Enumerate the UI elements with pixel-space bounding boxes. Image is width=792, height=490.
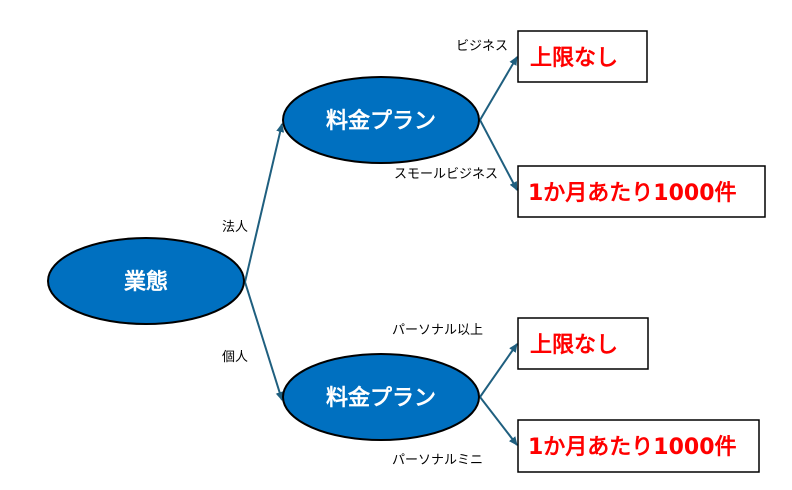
individual-plan-node: 料金プラン [282, 353, 480, 441]
edge-label-personal-mini: パーソナルミニ [392, 453, 483, 468]
leaf-business: 上限なし [517, 30, 648, 83]
leaf-personal-plus-value: 上限なし [530, 333, 618, 358]
edge-label-business: ビジネス [456, 39, 508, 54]
edge-individual-to-personal-mini [479, 396, 518, 446]
edge-corporate-to-business [479, 56, 518, 121]
edge-label-small-business: スモールビジネス [394, 167, 498, 182]
leaf-personal-mini-value: 1か月あたり1000件 [528, 435, 737, 460]
edge-root-to-individual [244, 281, 284, 401]
root-node-label: 業態 [124, 269, 168, 295]
individual-plan-label: 料金プラン [326, 385, 436, 411]
leaf-personal-plus: 上限なし [517, 317, 649, 370]
root-node: 業態 [47, 237, 245, 325]
edge-corporate-to-small-business [479, 119, 518, 191]
edge-individual-to-personal-plus [479, 343, 518, 398]
corporate-plan-node: 料金プラン [282, 76, 480, 164]
edge-label-personal-plus: パーソナル以上 [392, 323, 483, 338]
leaf-business-value: 上限なし [530, 46, 618, 71]
corporate-plan-label: 料金プラン [326, 108, 436, 134]
leaf-small-business-value: 1か月あたり1000件 [528, 181, 737, 206]
edge-label-individual: 個人 [222, 350, 248, 365]
edge-root-to-corporate [244, 123, 285, 283]
leaf-small-business: 1か月あたり1000件 [517, 165, 766, 218]
edge-label-corporate: 法人 [222, 220, 248, 235]
leaf-personal-mini: 1か月あたり1000件 [517, 419, 760, 473]
